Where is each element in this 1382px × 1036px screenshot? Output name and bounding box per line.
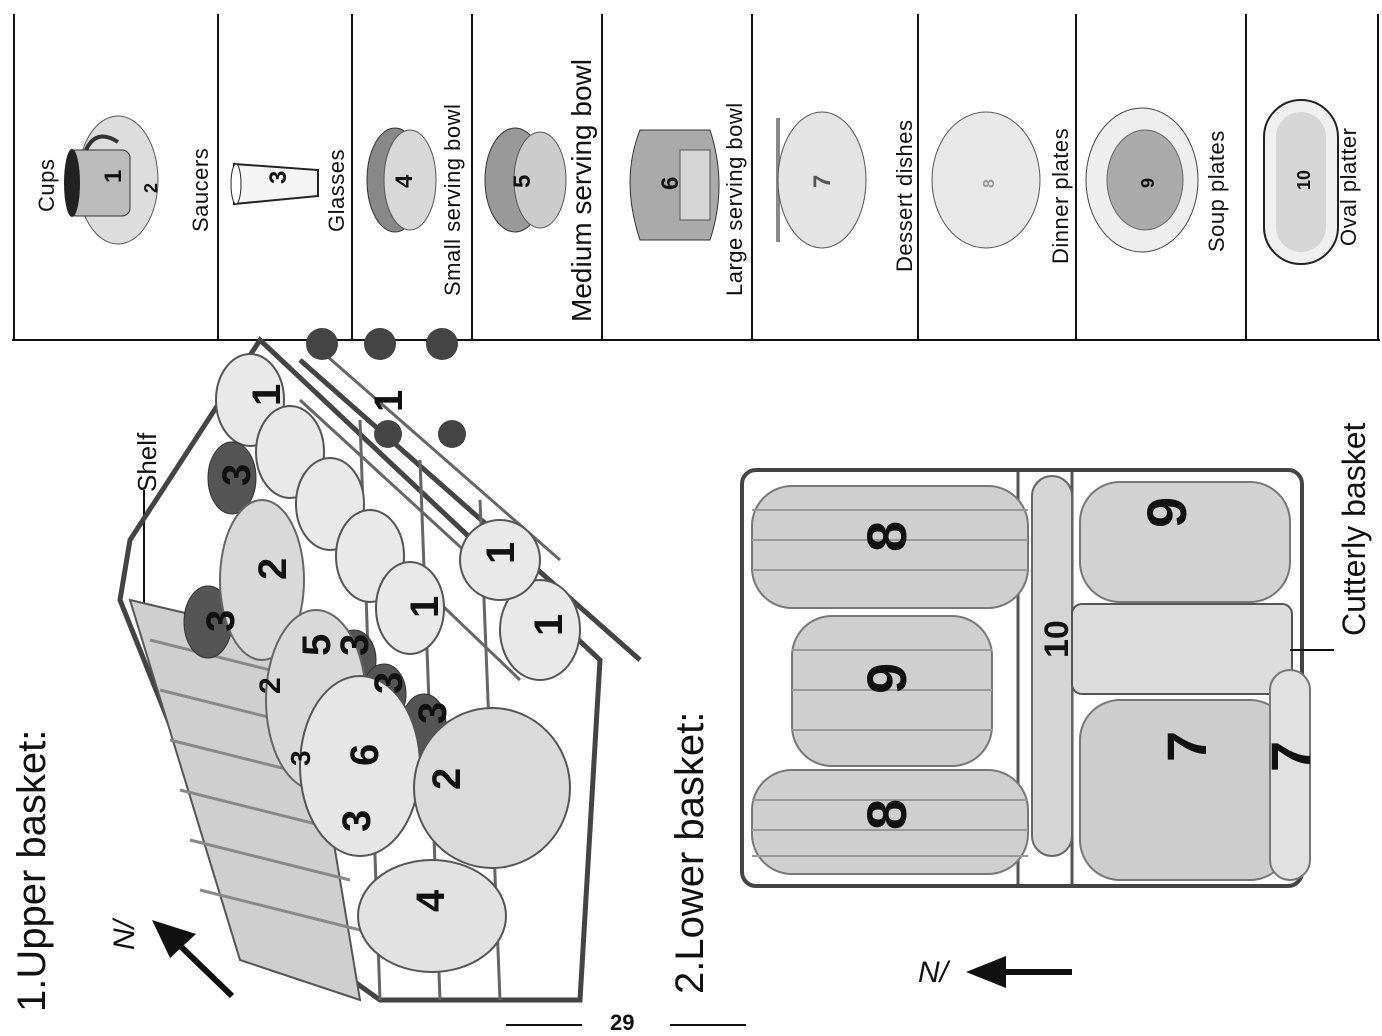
- legend-num-3: 3: [265, 171, 292, 184]
- lower-num: 10: [1038, 620, 1076, 658]
- legend-num-8: 8: [981, 179, 998, 188]
- upper-num: 4: [409, 889, 453, 912]
- soup-plate-illustration: [1085, 107, 1199, 253]
- upper-num: 3: [333, 634, 377, 656]
- lower-num: 7: [1259, 741, 1322, 772]
- dinner-plate-illustration: [931, 111, 1041, 249]
- legend-num-9: 9: [1138, 178, 1158, 188]
- legend-num-2: 2: [141, 183, 161, 193]
- upper-num: 1: [0, 0, 22, 9]
- glass-illustration: [230, 162, 319, 206]
- legend-num-10: 10: [1294, 170, 1314, 190]
- oval-platter-illustration: [1263, 99, 1339, 265]
- footer-rule-left: [506, 1024, 582, 1026]
- upper-num: 2: [425, 768, 469, 790]
- upper-num: 1: [0, 0, 22, 9]
- upper-num: 1: [479, 542, 523, 564]
- upper-num: 3: [367, 672, 411, 694]
- upper-num: 5: [295, 634, 339, 656]
- lower-num: 7: [1155, 731, 1218, 762]
- cutlery-basket: [1071, 603, 1293, 695]
- lower-num: 9: [1135, 497, 1198, 528]
- legend-num-1: 1: [100, 170, 127, 183]
- upper-num: 6: [343, 744, 387, 766]
- large-bowl-illustration: [629, 129, 720, 241]
- small-bowl-illustration: [366, 127, 437, 233]
- upper-num: 3: [199, 610, 243, 632]
- legend-num-4: 4: [391, 174, 418, 188]
- medium-bowl-illustration: [484, 127, 567, 233]
- upper-num: 3: [215, 464, 259, 486]
- lower-num: 8: [855, 799, 918, 830]
- page-number: 29: [610, 1010, 635, 1035]
- upper-num: 1: [367, 390, 411, 412]
- cup-saucer-illustration: [64, 115, 159, 245]
- upper-num: 3: [335, 810, 379, 832]
- upper-num: 3: [411, 702, 455, 724]
- footer-rule-right: [670, 1024, 746, 1026]
- upper-num: 3: [285, 750, 316, 766]
- upper-num: 1: [527, 614, 571, 636]
- lower-num: 8: [855, 521, 918, 552]
- upper-num: 2: [251, 558, 295, 580]
- upper-direction-arrow: [152, 920, 235, 999]
- dessert-dish-illustration: [776, 111, 867, 249]
- upper-num: 1: [403, 596, 447, 618]
- lower-num: 9: [855, 663, 918, 694]
- legend-num-7: 7: [809, 175, 836, 188]
- upper-num: 2: [254, 677, 287, 694]
- lower-orientation-mark: N/: [918, 956, 948, 989]
- legend-num-5: 5: [509, 175, 536, 188]
- legend-num-6: 6: [657, 177, 684, 190]
- upper-num: 1: [245, 384, 289, 406]
- lower-direction-arrow: [966, 956, 1072, 988]
